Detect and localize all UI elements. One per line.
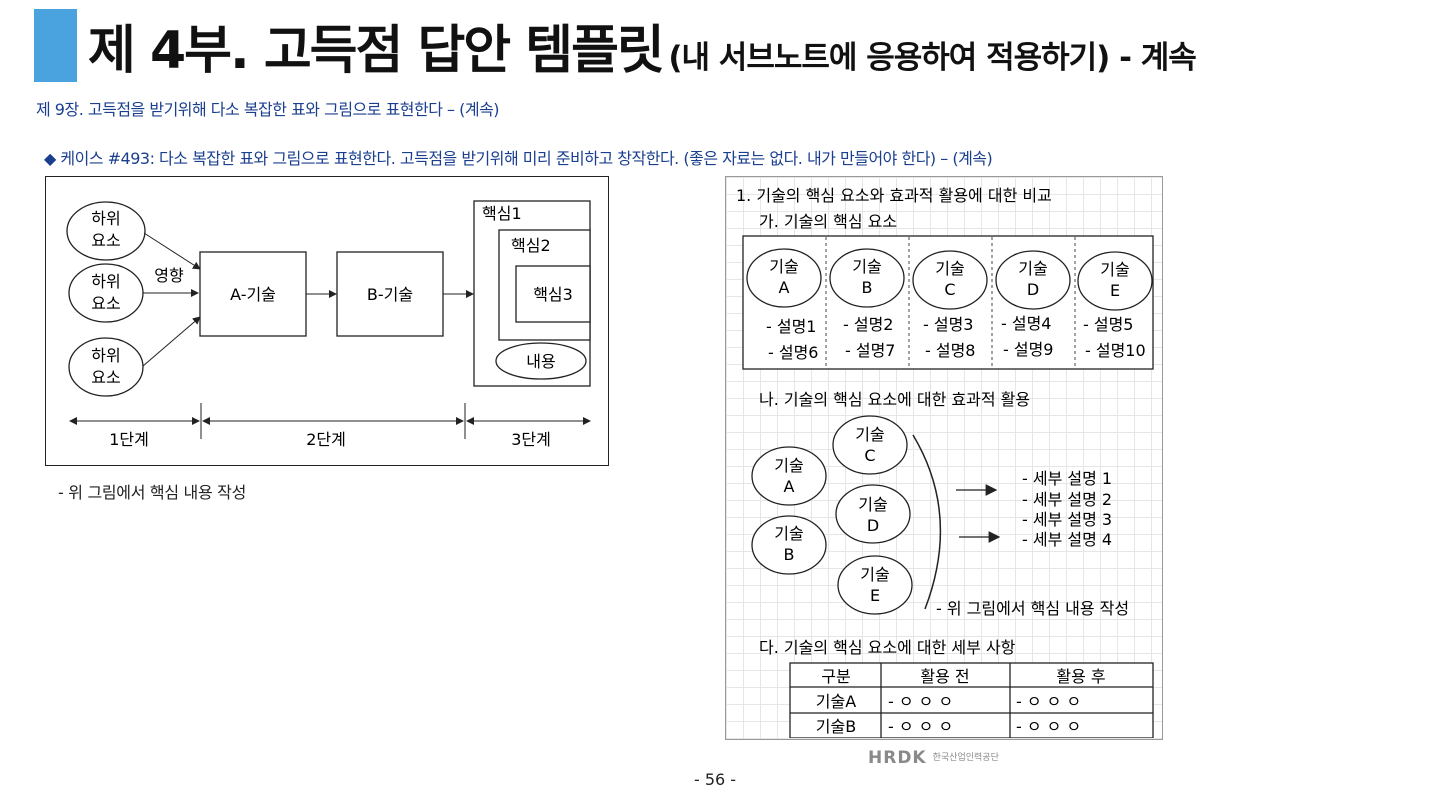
svg-text:기술: 기술 (1018, 259, 1047, 278)
svg-text:B: B (784, 545, 795, 564)
svg-text:E: E (870, 586, 880, 605)
svg-text:- 설명8: - 설명8 (925, 341, 975, 360)
chapter-subtitle: 제 9장. 고득점을 받기위해 다소 복잡한 표와 그림으로 표현한다 – (계… (36, 100, 500, 119)
svg-text:B: B (862, 278, 873, 297)
page-title-main: 제 4부. 고득점 답안 템플릿 (88, 21, 665, 81)
svg-text:요소: 요소 (91, 368, 120, 387)
page-number: - 56 - (693, 770, 737, 789)
left-diagram-frame: 하위 요소 하위 요소 하위 요소 영향 A-기술 B-기술 (45, 176, 609, 466)
svg-text:- 설명2: - 설명2 (843, 315, 893, 334)
tech-e-node: 기술 E - 설명5 - 설명10 (1077, 251, 1153, 360)
stage-label-3: 3단계 (511, 430, 551, 449)
section-b-title: 나. 기술의 핵심 요소에 대한 효과적 활용 (759, 390, 1030, 409)
svg-text:기술: 기술 (935, 259, 964, 278)
svg-text:요소: 요소 (91, 294, 120, 313)
tech-b-box: B-기술 (336, 251, 444, 337)
svg-text:- 설명1: - 설명1 (766, 317, 816, 336)
svg-text:- 설명3: - 설명3 (923, 315, 973, 334)
svg-text:기술: 기술 (860, 565, 889, 584)
section-c-title: 다. 기술의 핵심 요소에 대한 세부 사항 (759, 638, 1016, 657)
svg-text:기술: 기술 (774, 524, 803, 543)
detail-3: - 세부 설명 3 (1022, 510, 1112, 529)
svg-text:- 설명9: - 설명9 (1003, 340, 1053, 359)
svg-text:- 설명4: - 설명4 (1001, 314, 1051, 333)
right-panel: 1. 기술의 핵심 요소와 효과적 활용에 대한 비교 가. 기술의 핵심 요소… (725, 176, 1163, 740)
right-panel-diagram: 1. 기술의 핵심 요소와 효과적 활용에 대한 비교 가. 기술의 핵심 요소… (736, 186, 1154, 739)
svg-text:- 설명6: - 설명6 (768, 343, 818, 362)
core-nested-boxes: 핵심1 핵심2 핵심3 내용 (473, 200, 591, 387)
svg-text:기술: 기술 (852, 257, 881, 276)
table-cell-r1c0: 기술B (816, 717, 856, 736)
svg-text:하위: 하위 (91, 209, 120, 228)
case-line: ◆ 케이스 #493: 다소 복잡한 표와 그림으로 표현한다. 고득점을 받기… (44, 149, 993, 168)
svg-text:E: E (1110, 281, 1120, 300)
influence-arrow-3 (142, 316, 201, 367)
svg-text:C: C (944, 280, 955, 299)
b-tech-d-node: 기술 D (835, 484, 911, 544)
sub-element-3: 하위 요소 (68, 337, 144, 397)
detail-table: 구분 활용 전 활용 후 기술A - ㅇ ㅇ ㅇ - ㅇ ㅇ ㅇ 기술B - ㅇ… (789, 662, 1154, 739)
detail-1: - 세부 설명 1 (1022, 469, 1112, 488)
svg-text:요소: 요소 (91, 231, 120, 250)
table-cell-r0c0: 기술A (816, 692, 856, 711)
svg-text:- 설명10: - 설명10 (1085, 341, 1146, 360)
table-cell-r0c2: - ㅇ ㅇ ㅇ (1016, 692, 1081, 711)
svg-text:- 설명5: - 설명5 (1083, 315, 1133, 334)
tech-d-node: 기술 D - 설명4 - 설명9 (995, 250, 1071, 359)
svg-text:기술: 기술 (774, 456, 803, 475)
table-cell-r1c1: - ㅇ ㅇ ㅇ (888, 717, 953, 736)
svg-text:핵심2: 핵심2 (511, 236, 551, 255)
svg-text:B-기술: B-기술 (367, 285, 413, 304)
svg-text:내용: 내용 (526, 352, 555, 371)
detail-2: - 세부 설명 2 (1022, 490, 1112, 509)
sub-element-2: 하위 요소 (68, 263, 144, 323)
tech-b-node: 기술 B - 설명2 - 설명7 (829, 248, 905, 360)
hrdk-logo-mark: HRDK (868, 748, 927, 768)
svg-text:기술: 기술 (1100, 260, 1129, 279)
influence-label: 영향 (154, 266, 184, 285)
panel-heading: 1. 기술의 핵심 요소와 효과적 활용에 대한 비교 (736, 186, 1052, 205)
svg-text:D: D (867, 516, 879, 535)
left-diagram-note: - 위 그림에서 핵심 내용 작성 (58, 483, 247, 502)
tech-a-node: 기술 A - 설명1 - 설명6 (746, 248, 822, 362)
svg-text:기술: 기술 (855, 425, 884, 444)
footer-logo: HRDK 한국산업인력공단 (868, 748, 999, 768)
left-diagram: 하위 요소 하위 요소 하위 요소 영향 A-기술 B-기술 (66, 200, 591, 449)
table-cell-r0c1: - ㅇ ㅇ ㅇ (888, 692, 953, 711)
svg-text:C: C (864, 446, 875, 465)
svg-text:- 설명7: - 설명7 (845, 341, 895, 360)
title-accent-bar (34, 9, 77, 82)
page-title: 제 4부. 고득점 답안 템플릿 (내 서브노트에 응용하여 적용하기) - 계… (88, 8, 1197, 83)
table-header-2: 활용 후 (1056, 667, 1105, 686)
svg-text:A: A (779, 278, 790, 297)
grouping-curve (912, 434, 942, 610)
b-tech-e-node: 기술 E (837, 555, 913, 615)
b-tech-b-node: 기술 B (751, 515, 827, 575)
b-tech-c-node: 기술 C (832, 415, 908, 475)
stage-label-2: 2단계 (306, 430, 346, 449)
tech-c-node: 기술 C - 설명3 - 설명8 (912, 250, 988, 360)
svg-text:D: D (1027, 280, 1039, 299)
table-cell-r1c2: - ㅇ ㅇ ㅇ (1016, 717, 1081, 736)
table-header-0: 구분 (821, 667, 850, 686)
sub-element-1: 하위 요소 (66, 201, 146, 261)
svg-text:하위: 하위 (91, 346, 120, 365)
section-b-note: - 위 그림에서 핵심 내용 작성 (936, 599, 1129, 618)
org-name: 한국산업인력공단 (932, 753, 999, 763)
tech-a-box: A-기술 (199, 251, 307, 337)
page-title-suffix: (내 서브노트에 응용하여 적용하기) - 계속 (668, 40, 1196, 76)
svg-text:핵심1: 핵심1 (482, 204, 522, 223)
section-a-title: 가. 기술의 핵심 요소 (759, 212, 897, 231)
svg-text:하위: 하위 (91, 272, 120, 291)
svg-text:핵심3: 핵심3 (533, 285, 573, 304)
stage-label-1: 1단계 (109, 430, 149, 449)
influence-arrow-1 (143, 232, 201, 270)
svg-text:A: A (784, 477, 795, 496)
b-tech-a-node: 기술 A (751, 446, 827, 506)
svg-text:기술: 기술 (858, 495, 887, 514)
svg-text:A-기술: A-기술 (230, 285, 276, 304)
detail-4: - 세부 설명 4 (1022, 530, 1112, 549)
table-header-1: 활용 전 (920, 667, 969, 686)
svg-text:기술: 기술 (769, 257, 798, 276)
